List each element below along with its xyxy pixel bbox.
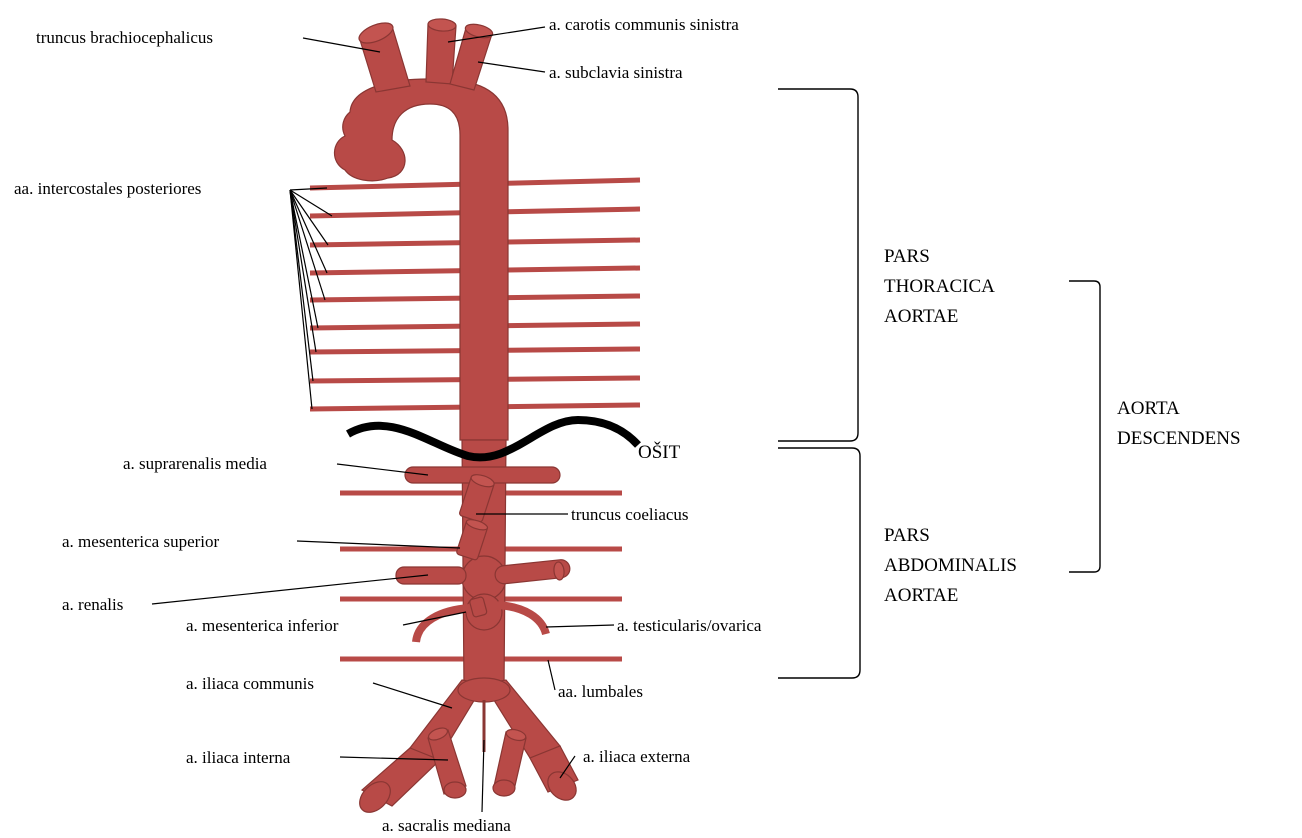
label-carotis-communis-sinistra: a. carotis communis sinistra: [549, 15, 739, 34]
section-pars-abdominalis-2: ABDOMINALIS: [884, 555, 1017, 576]
section-aorta-descendens-2: DESCENDENS: [1117, 428, 1241, 449]
label-truncus-coeliacus: truncus coeliacus: [571, 505, 689, 524]
label-testicularis-ovarica: a. testicularis/ovarica: [617, 616, 762, 635]
section-pars-abdominalis-1: PARS: [884, 525, 930, 546]
label-renalis: a. renalis: [62, 595, 123, 614]
section-pars-thoracica-2: THORACICA: [884, 276, 995, 297]
section-pars-abdominalis-3: AORTAE: [884, 585, 958, 606]
section-aorta-descendens-1: AORTA: [1117, 398, 1180, 419]
label-suprarenalis-media: a. suprarenalis media: [123, 454, 267, 473]
labels: truncus brachiocephalicus a. carotis com…: [14, 15, 1241, 835]
label-intercostales-posteriores: aa. intercostales posteriores: [14, 179, 201, 198]
label-sacralis-mediana: a. sacralis mediana: [382, 816, 511, 835]
label-iliaca-externa: a. iliaca externa: [583, 747, 691, 766]
label-truncus-brachiocephalicus: truncus brachiocephalicus: [36, 28, 213, 47]
section-pars-thoracica-1: PARS: [884, 246, 930, 267]
label-lumbales: aa. lumbales: [558, 682, 643, 701]
label-subclavia-sinistra: a. subclavia sinistra: [549, 63, 683, 82]
label-mesenterica-inferior: a. mesenterica inferior: [186, 616, 339, 635]
label-iliaca-interna: a. iliaca interna: [186, 748, 291, 767]
label-osit: OŠIT: [638, 441, 681, 463]
iliac-arteries: [354, 678, 582, 818]
section-pars-thoracica-3: AORTAE: [884, 306, 958, 327]
label-iliaca-communis: a. iliaca communis: [186, 674, 314, 693]
label-mesenterica-superior: a. mesenterica superior: [62, 532, 220, 551]
